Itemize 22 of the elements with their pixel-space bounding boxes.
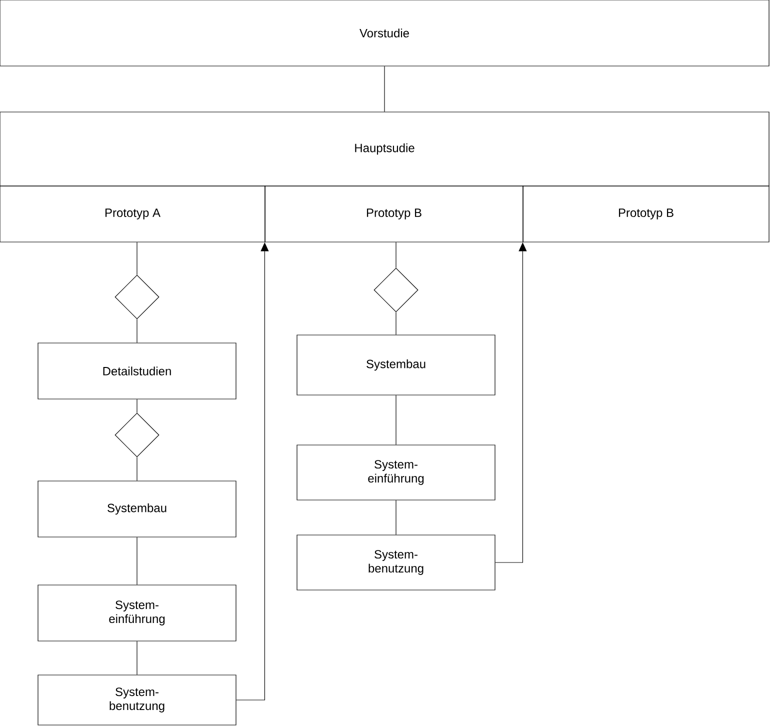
connector [384,66,385,112]
decision-diamond [374,268,418,312]
process-box: System- einführung [296,444,496,500]
connector [136,537,138,585]
decision-diamond [114,274,160,320]
decision-diamond [114,412,160,458]
process-box: Systembau [38,480,236,538]
process-box: Systembau [296,334,496,396]
process-box: Hauptsudie [0,112,770,186]
process-box: System- einführung [38,584,236,642]
process-box: Prototyp B [264,186,524,242]
connector [136,319,138,343]
process-box: Vorstudie [0,0,770,66]
connector [136,242,138,275]
process-box: Prototyp B [522,186,770,242]
connector [136,399,138,413]
process-box: System- benutzung [38,674,236,726]
connector [136,457,138,481]
connector [136,641,138,675]
process-box: Detailstudien [38,342,236,400]
process-box: System- benutzung [296,534,496,590]
process-box: Prototyp A [0,186,266,242]
